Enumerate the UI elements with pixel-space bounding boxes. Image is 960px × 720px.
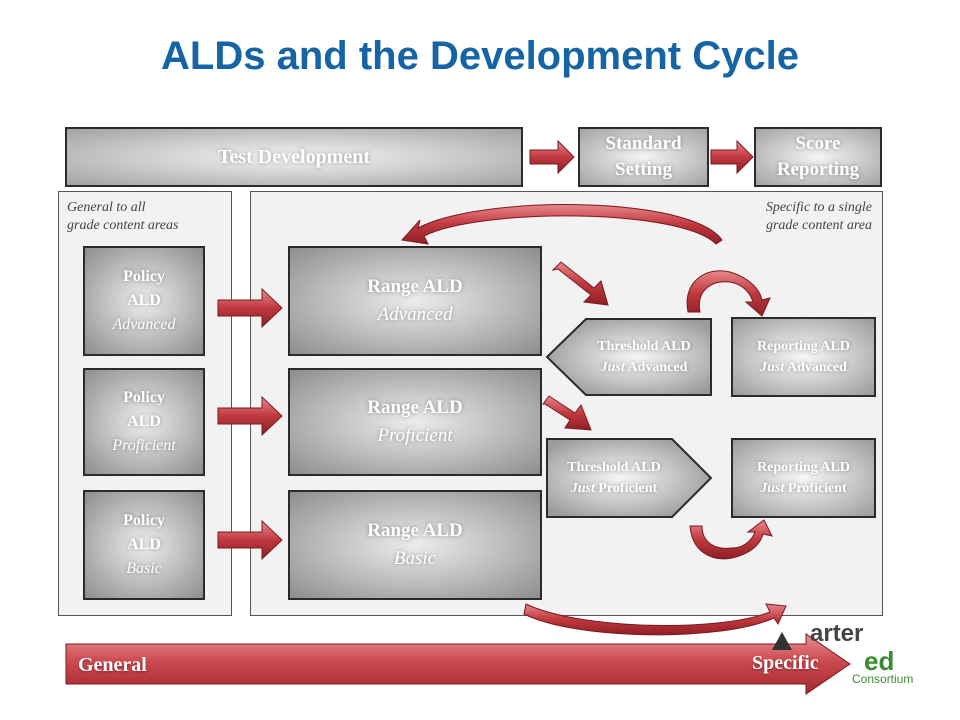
reporting-just: Just <box>760 360 785 375</box>
general-note: General to all grade content areas <box>67 199 178 235</box>
policy-level: Advanced <box>112 316 176 333</box>
policy-ald-label: ALD <box>127 536 161 553</box>
score-reporting-label-2: Reporting <box>776 159 860 180</box>
specific-note: Specific to a single grade content area <box>714 199 872 235</box>
arrow-to-standard-setting <box>529 139 575 175</box>
general-to-specific-arrow <box>65 633 851 695</box>
threshold-shape <box>546 318 712 396</box>
logo-line-3: Consortium <box>852 672 914 686</box>
threshold-shape <box>546 438 712 518</box>
specific-note-line-2: grade content area <box>765 218 872 233</box>
standard-setting-box: Standard Setting <box>578 127 709 187</box>
threshold-level: Advanced <box>627 360 688 375</box>
range-ald-proficient: Range ALD Proficient <box>288 368 542 476</box>
range-label: Range ALD <box>367 397 463 418</box>
logo-mark-icon <box>772 632 792 650</box>
reporting-level: Proficient <box>787 481 847 496</box>
score-reporting-label-1: Score <box>795 133 841 154</box>
range-ald-advanced: Range ALD Advanced <box>288 246 542 356</box>
range-label: Range ALD <box>367 520 463 541</box>
threshold-text: Threshold ALD Just Proficient <box>546 438 682 518</box>
standard-setting-label-2: Setting <box>615 159 672 180</box>
reporting-just: Just <box>760 481 785 496</box>
consortium-logo: arter ed Consortium <box>772 620 952 690</box>
specific-note-line-1: Specific to a single <box>765 200 872 215</box>
threshold-level-line: Just Advanced <box>601 357 688 378</box>
policy-ald-label: ALD <box>127 413 161 430</box>
page-title: ALDs and the Development Cycle <box>161 34 799 78</box>
threshold-just: Just <box>570 481 595 496</box>
score-reporting-box: Score Reporting <box>754 127 882 187</box>
general-note-line-2: grade content areas <box>67 218 179 233</box>
reporting-ald-proficient: Reporting ALD Just Proficient <box>731 438 876 518</box>
policy-label: Policy <box>123 512 165 529</box>
threshold-level: Proficient <box>598 481 658 496</box>
policy-label: Policy <box>123 268 165 285</box>
reporting-label: Reporting ALD <box>757 460 850 475</box>
threshold-label: Threshold ALD <box>597 339 691 354</box>
policy-ald-label: ALD <box>127 292 161 309</box>
policy-label: Policy <box>123 389 165 406</box>
reporting-ald-advanced: Reporting ALD Just Advanced <box>731 317 876 397</box>
threshold-just: Just <box>600 360 625 375</box>
reporting-level: Advanced <box>786 360 847 375</box>
logo-line-2: ed <box>864 646 895 676</box>
general-note-line-1: General to all <box>67 200 146 215</box>
threshold-label: Threshold ALD <box>567 460 661 475</box>
general-label: General <box>78 654 147 676</box>
logo-line-1: arter <box>810 620 864 647</box>
policy-ald-basic: Policy ALD Basic <box>83 490 205 600</box>
range-level: Proficient <box>377 425 453 446</box>
policy-ald-proficient: Policy ALD Proficient <box>83 368 205 476</box>
range-label: Range ALD <box>367 276 463 297</box>
policy-level: Proficient <box>112 437 176 454</box>
test-development-box: Test Development <box>65 127 523 187</box>
standard-setting-label-1: Standard <box>605 133 682 154</box>
arrow-to-score-reporting <box>710 139 754 175</box>
policy-level: Basic <box>126 560 162 577</box>
test-development-label: Test Development <box>217 145 371 168</box>
specific-label: Specific <box>752 652 819 674</box>
reporting-level-line: Just Proficient <box>760 478 846 499</box>
range-level: Advanced <box>377 304 453 325</box>
threshold-ald-advanced: Threshold ALD Just Advanced <box>546 318 712 396</box>
range-ald-basic: Range ALD Basic <box>288 490 542 600</box>
threshold-text: Threshold ALD Just Advanced <box>576 318 712 396</box>
threshold-level-line: Just Proficient <box>571 478 657 499</box>
threshold-ald-proficient: Threshold ALD Just Proficient <box>546 438 712 518</box>
policy-ald-advanced: Policy ALD Advanced <box>83 246 205 356</box>
range-level: Basic <box>393 548 437 569</box>
reporting-level-line: Just Advanced <box>760 357 847 378</box>
reporting-label: Reporting ALD <box>757 339 850 354</box>
